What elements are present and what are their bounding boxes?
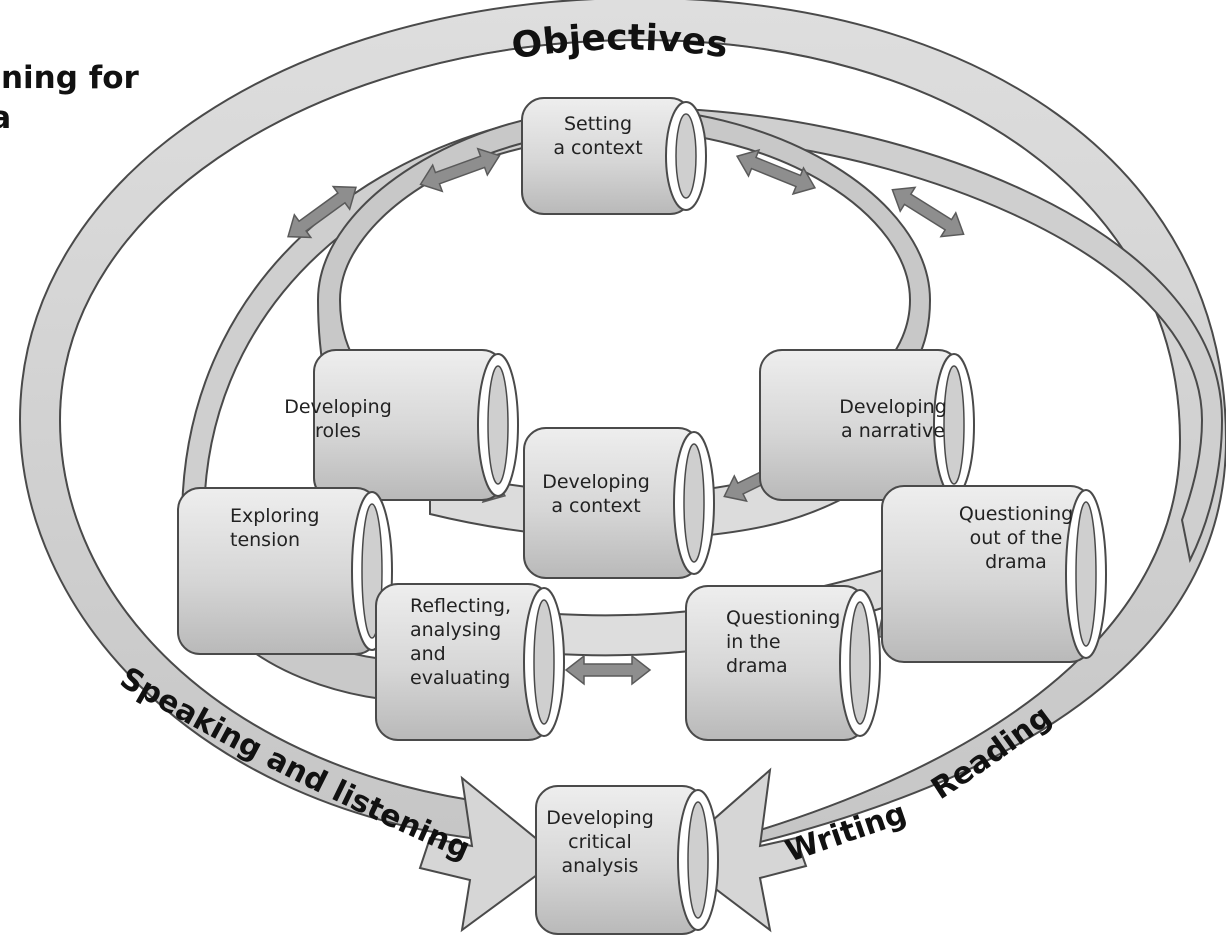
node-setting-context-hole — [675, 113, 697, 199]
node-reflecting-label-line: analysing — [410, 619, 501, 641]
node-developing-context-label-line: Developing — [542, 471, 650, 493]
double-arrow-3 — [735, 148, 817, 196]
node-developing-critical-analysis-hole — [687, 801, 709, 919]
node-questioning-in-label-line: in the — [726, 631, 781, 653]
node-developing-critical-analysis-label-line: analysis — [562, 855, 639, 877]
node-developing-roles-hole — [487, 365, 509, 485]
node-exploring-tension-label-line: tension — [230, 529, 300, 551]
heading-line-2: ma — [0, 100, 12, 136]
node-reflecting-label-line: and — [410, 643, 446, 665]
node-reflecting-hole — [533, 599, 555, 725]
node-developing-roles-label-line: roles — [315, 420, 361, 442]
node-setting-context-label-line: Setting — [564, 113, 632, 135]
outer-band-inner-edge — [59, 39, 1181, 843]
node-questioning-in-label-line: drama — [726, 655, 788, 677]
double-arrow-1 — [287, 185, 357, 239]
reading-text: Reading — [925, 699, 1058, 807]
node-reflecting-label-line: evaluating — [410, 667, 510, 689]
node-developing-narrative-label-line: a narrative — [841, 420, 945, 442]
double-arrow-4 — [891, 186, 965, 238]
node-developing-narrative-hole — [943, 365, 965, 485]
node-developing-critical-analysis-label-line: critical — [568, 831, 632, 853]
node-developing-context-label-line: a context — [551, 495, 640, 517]
node-questioning-out-label-line: out of the — [970, 527, 1063, 549]
node-reflecting-label-line: Reflecting, — [410, 595, 511, 617]
node-developing-roles-label-line: Developing — [284, 396, 392, 418]
heading-line-1: anning for — [0, 60, 139, 96]
node-questioning-in-hole — [849, 601, 871, 725]
page-heading: anning for ma — [0, 58, 139, 138]
node-developing-context-hole — [683, 443, 705, 563]
node-developing-critical-analysis-label-line: Developing — [546, 807, 654, 829]
node-questioning-out-hole — [1075, 501, 1097, 647]
node-exploring-tension-label-line: Exploring — [230, 505, 319, 527]
node-developing-narrative-label-line: Developing — [839, 396, 947, 418]
node-questioning-in-label-line: Questioning — [726, 607, 840, 629]
band-label-reading: Reading — [925, 699, 1058, 807]
double-arrow-2 — [419, 147, 501, 193]
node-setting-context-label-line: a context — [553, 137, 642, 159]
double-arrow-8 — [564, 654, 652, 686]
node-questioning-out-label-line: drama — [985, 551, 1047, 573]
node-questioning-out-label-line: Questioning — [959, 503, 1073, 525]
outer-band — [18, 0, 1226, 933]
